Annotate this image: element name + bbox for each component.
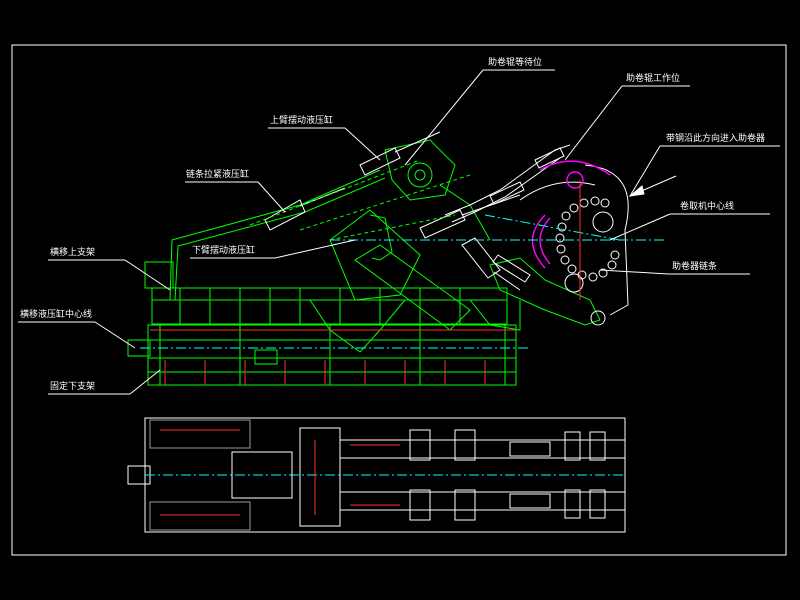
label-traverse-upper-frame: 横移上支架 — [50, 248, 96, 258]
plan-view — [127, 417, 626, 533]
dimension-marks — [150, 180, 581, 385]
cylinder-dash-lines — [249, 159, 471, 241]
label-fixed-lower-frame: 固定下支架 — [50, 382, 96, 392]
wrapper-rollers — [531, 160, 611, 269]
label-strip-entry: 带钢沿此方向进入助卷器 — [666, 134, 766, 144]
label-upper-arm-cylinder: 上臂摆动液压缸 — [270, 116, 334, 126]
label-wrapper-standby: 助卷辊等待位 — [488, 58, 543, 68]
label-coiler-centerline: 卷取机中心线 — [680, 202, 735, 212]
label-chain-tension-cylinder: 链条拉紧液压缸 — [186, 170, 250, 180]
drawing-frame — [11, 44, 787, 556]
leader-lines — [18, 69, 780, 395]
label-wrapper-chain: 助卷器链条 — [672, 262, 718, 272]
elevation-view — [127, 131, 677, 386]
fixed-lower-frame — [127, 324, 517, 386]
traverse-upper-frame — [144, 261, 521, 353]
strip-entry-arrow — [628, 175, 677, 197]
arm-linkage — [169, 139, 601, 331]
centerlines — [140, 214, 665, 349]
label-traverse-cylinder-centerline: 横移液压缸中心线 — [20, 310, 93, 320]
label-wrapper-working: 助卷辊工作位 — [626, 74, 681, 84]
coiler-housing — [444, 144, 629, 316]
label-lower-arm-cylinder: 下臂摆动液压缸 — [192, 246, 256, 256]
wrapper-chain — [555, 196, 620, 326]
